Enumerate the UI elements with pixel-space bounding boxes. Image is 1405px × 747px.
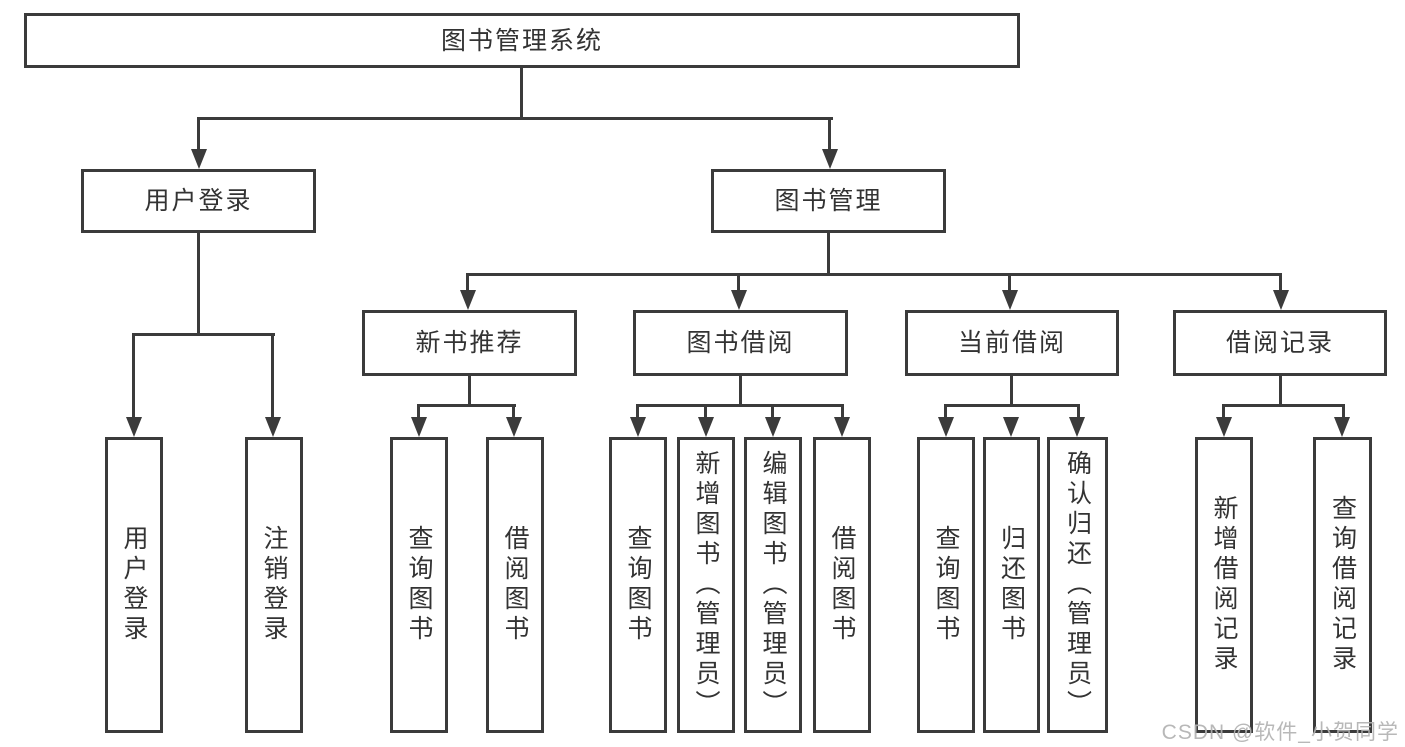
leaf-borrowing-query-books: 查询图书	[609, 437, 667, 733]
leaf-label: 确认归还（管理员）	[1063, 450, 1092, 720]
connector-line	[1010, 374, 1013, 407]
leaf-borrowing-borrow-books: 借阅图书	[813, 437, 871, 733]
leaf-label: 查询借阅记录	[1328, 495, 1357, 675]
connector-line	[737, 273, 740, 293]
arrowhead-icon	[411, 417, 427, 437]
connector-line	[1279, 273, 1282, 293]
arrowhead-icon	[834, 417, 850, 437]
leaf-label: 查询图书	[932, 525, 960, 645]
arrowhead-icon	[938, 417, 954, 437]
connector-line	[1222, 404, 1345, 407]
arrowhead-icon	[126, 417, 142, 437]
connector-line	[132, 333, 135, 419]
node-label: 图书管理系统	[440, 26, 603, 55]
arrowhead-icon	[1334, 417, 1350, 437]
leaf-label: 新增图书（管理员）	[692, 450, 720, 720]
leaf-label: 借阅图书	[501, 525, 529, 645]
node-book-borrowing: 图书借阅	[633, 310, 848, 376]
connector-line	[512, 404, 515, 419]
arrowhead-icon	[191, 149, 207, 169]
connector-line	[828, 117, 831, 152]
arrowhead-icon	[1216, 417, 1232, 437]
leaf-newbook-borrow-books: 借阅图书	[486, 437, 544, 733]
connector-line	[841, 404, 844, 419]
leaf-label: 借阅图书	[828, 525, 856, 645]
node-library-system: 图书管理系统	[24, 13, 1020, 68]
node-borrow-records: 借阅记录	[1173, 310, 1387, 376]
connector-line	[520, 66, 523, 120]
connector-line	[636, 404, 844, 407]
arrowhead-icon	[1002, 290, 1018, 310]
leaf-label: 注销登录	[260, 525, 288, 645]
connector-line	[1008, 273, 1011, 293]
connector-line	[271, 333, 274, 419]
connector-line	[466, 273, 469, 293]
leaf-label: 归还图书	[997, 525, 1026, 645]
connector-line	[197, 232, 200, 336]
leaf-newbook-query-books: 查询图书	[390, 437, 448, 733]
leaf-current-confirm-return-admin: 确认归还（管理员）	[1047, 437, 1108, 733]
node-label: 当前借阅	[957, 329, 1066, 357]
connector-line	[197, 117, 833, 120]
arrowhead-icon	[822, 149, 838, 169]
leaf-label: 新增借阅记录	[1210, 495, 1238, 675]
connector-line	[636, 404, 639, 419]
leaf-records-add-record: 新增借阅记录	[1195, 437, 1253, 733]
node-user-login: 用户登录	[81, 169, 316, 233]
leaf-label: 编辑图书（管理员）	[759, 450, 787, 720]
connector-line	[704, 404, 707, 419]
arrowhead-icon	[1069, 417, 1085, 437]
connector-line	[132, 333, 275, 336]
node-label: 新书推荐	[415, 329, 524, 357]
arrowhead-icon	[1003, 417, 1019, 437]
arrowhead-icon	[630, 417, 646, 437]
connector-line	[771, 404, 774, 419]
node-label: 图书管理	[774, 187, 883, 215]
arrowhead-icon	[731, 290, 747, 310]
leaf-logout: 注销登录	[245, 437, 303, 733]
connector-line	[1077, 404, 1080, 419]
connector-line	[466, 273, 1282, 276]
node-label: 用户登录	[144, 187, 253, 215]
leaf-user-login: 用户登录	[105, 437, 163, 733]
arrowhead-icon	[265, 417, 281, 437]
arrowhead-icon	[698, 417, 714, 437]
node-label: 图书借阅	[686, 329, 795, 357]
leaf-label: 查询图书	[624, 525, 652, 645]
connector-line	[417, 404, 516, 407]
connector-line	[944, 404, 947, 419]
leaf-records-query-record: 查询借阅记录	[1313, 437, 1372, 733]
leaf-label: 查询图书	[405, 525, 433, 645]
connector-line	[1279, 374, 1282, 407]
connector-line	[739, 374, 742, 407]
connector-line	[197, 117, 200, 152]
node-new-book-recommend: 新书推荐	[362, 310, 577, 376]
node-label: 借阅记录	[1225, 329, 1334, 357]
arrowhead-icon	[506, 417, 522, 437]
csdn-watermark: CSDN @软件_小贺同学	[1161, 721, 1399, 744]
connector-line	[944, 404, 1080, 407]
arrowhead-icon	[460, 290, 476, 310]
leaf-borrowing-edit-books-admin: 编辑图书（管理员）	[744, 437, 802, 733]
connector-line	[1342, 404, 1345, 419]
arrowhead-icon	[1273, 290, 1289, 310]
leaf-borrowing-add-books-admin: 新增图书（管理员）	[677, 437, 735, 733]
node-book-management: 图书管理	[711, 169, 946, 233]
connector-line	[827, 232, 830, 276]
node-current-borrowing: 当前借阅	[905, 310, 1119, 376]
connector-line	[468, 374, 471, 407]
leaf-current-return-books: 归还图书	[983, 437, 1040, 733]
leaf-label: 用户登录	[120, 525, 148, 645]
connector-line	[417, 404, 420, 419]
arrowhead-icon	[765, 417, 781, 437]
connector-line	[1222, 404, 1225, 419]
leaf-current-query-books: 查询图书	[917, 437, 975, 733]
